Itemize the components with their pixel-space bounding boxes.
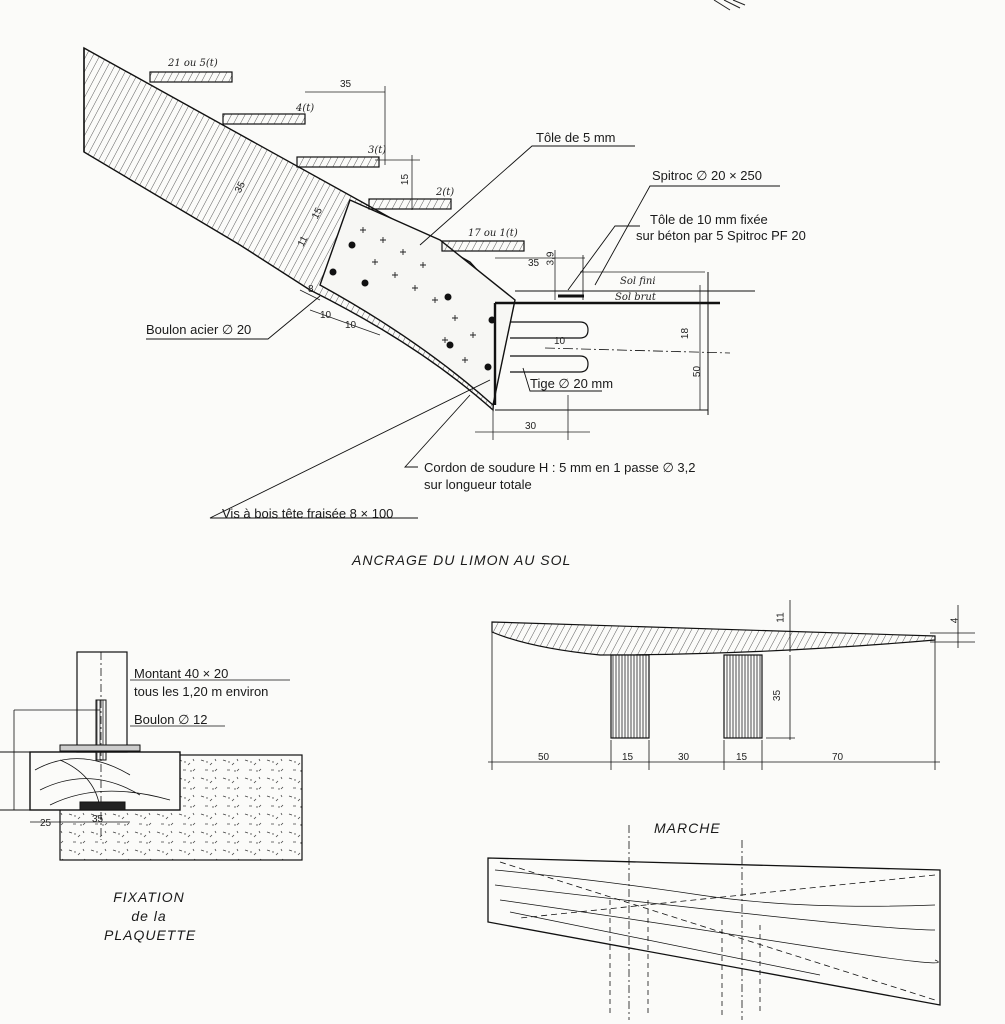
caption-fixation-line3: PLAQUETTE	[104, 927, 197, 943]
label-montant-line2: tous les 1,20 m environ	[134, 684, 269, 699]
plaquette-dim-25: 25	[40, 818, 52, 829]
label-boulon-acier: Boulon acier ∅ 20	[146, 322, 252, 337]
dim-10-tige: 10	[554, 336, 566, 347]
label-tige: Tige ∅ 20 mm	[530, 376, 614, 391]
label-spitroc: Spitroc ∅ 20 × 250	[652, 168, 762, 183]
dim-10-a: 10	[320, 310, 332, 321]
step-label-1: 17 ou 1(t)	[468, 228, 518, 239]
label-tole-10mm-line1: Tôle de 10 mm fixée	[650, 212, 768, 227]
step-label-3: 3(t)	[368, 145, 387, 156]
marche-dim-50: 50	[538, 752, 550, 763]
label-boulon-12: Boulon ∅ 12	[134, 712, 208, 727]
marche-dim-70: 70	[832, 752, 844, 763]
dim-3-9: 3,9	[545, 251, 557, 266]
label-tole-10mm-line2: sur béton par 5 Spitroc PF 20	[636, 228, 806, 243]
dim-30: 30	[525, 421, 537, 432]
stair-steps	[149, 71, 525, 252]
fixation-detail	[0, 651, 303, 861]
label-tole-5mm: Tôle de 5 mm	[536, 130, 616, 145]
steel-plate-5mm	[319, 199, 516, 407]
caption-ancrage: ANCRAGE DU LIMON AU SOL	[352, 552, 572, 568]
step-label-4: 4(t)	[296, 103, 315, 114]
label-vis-bois: Vis à bois tête fraisée 8 × 100	[222, 506, 394, 521]
dimension-lines	[299, 86, 705, 440]
dim-8: 8	[308, 284, 314, 295]
caption-fixation-line1: FIXATION	[113, 889, 185, 905]
dim-35-top: 35	[340, 79, 352, 90]
marche-detail	[487, 600, 975, 1020]
step-label-5: 21 ou 5(t)	[168, 58, 218, 69]
dim-10-b: 10	[345, 320, 357, 331]
marche-dim-15-b: 15	[736, 752, 748, 763]
dim-15: 15	[400, 173, 412, 186]
marche-dim-35: 35	[772, 689, 784, 702]
label-montant-line1: Montant 40 × 20	[134, 666, 229, 681]
dim-35-b: 35	[528, 258, 540, 269]
marche-dim-4: 4	[949, 617, 961, 624]
leader-lines	[146, 145, 780, 519]
label-cordon-line1: Cordon de soudure H : 5 mm en 1 passe ∅ …	[424, 460, 696, 475]
caption-fixation-line2: de la	[131, 908, 167, 924]
label-cordon-line2: sur longueur totale	[424, 477, 532, 492]
label-sol-fini: Sol fini	[620, 276, 656, 287]
plaquette-dim-35: 35	[92, 814, 104, 825]
marche-dim-11: 11	[775, 612, 787, 623]
dim-18: 18	[680, 327, 692, 340]
label-sol-brut: Sol brut	[615, 292, 656, 303]
step-label-2: 2(t)	[436, 187, 455, 198]
corner-fragment	[713, 0, 746, 11]
marche-dim-15-a: 15	[622, 752, 634, 763]
caption-fixation: FIXATION de la PLAQUETTE	[104, 888, 197, 945]
dim-50: 50	[692, 365, 704, 378]
floor-anchor	[493, 255, 755, 415]
caption-marche: MARCHE	[654, 820, 721, 836]
marche-dim-30: 30	[678, 752, 690, 763]
